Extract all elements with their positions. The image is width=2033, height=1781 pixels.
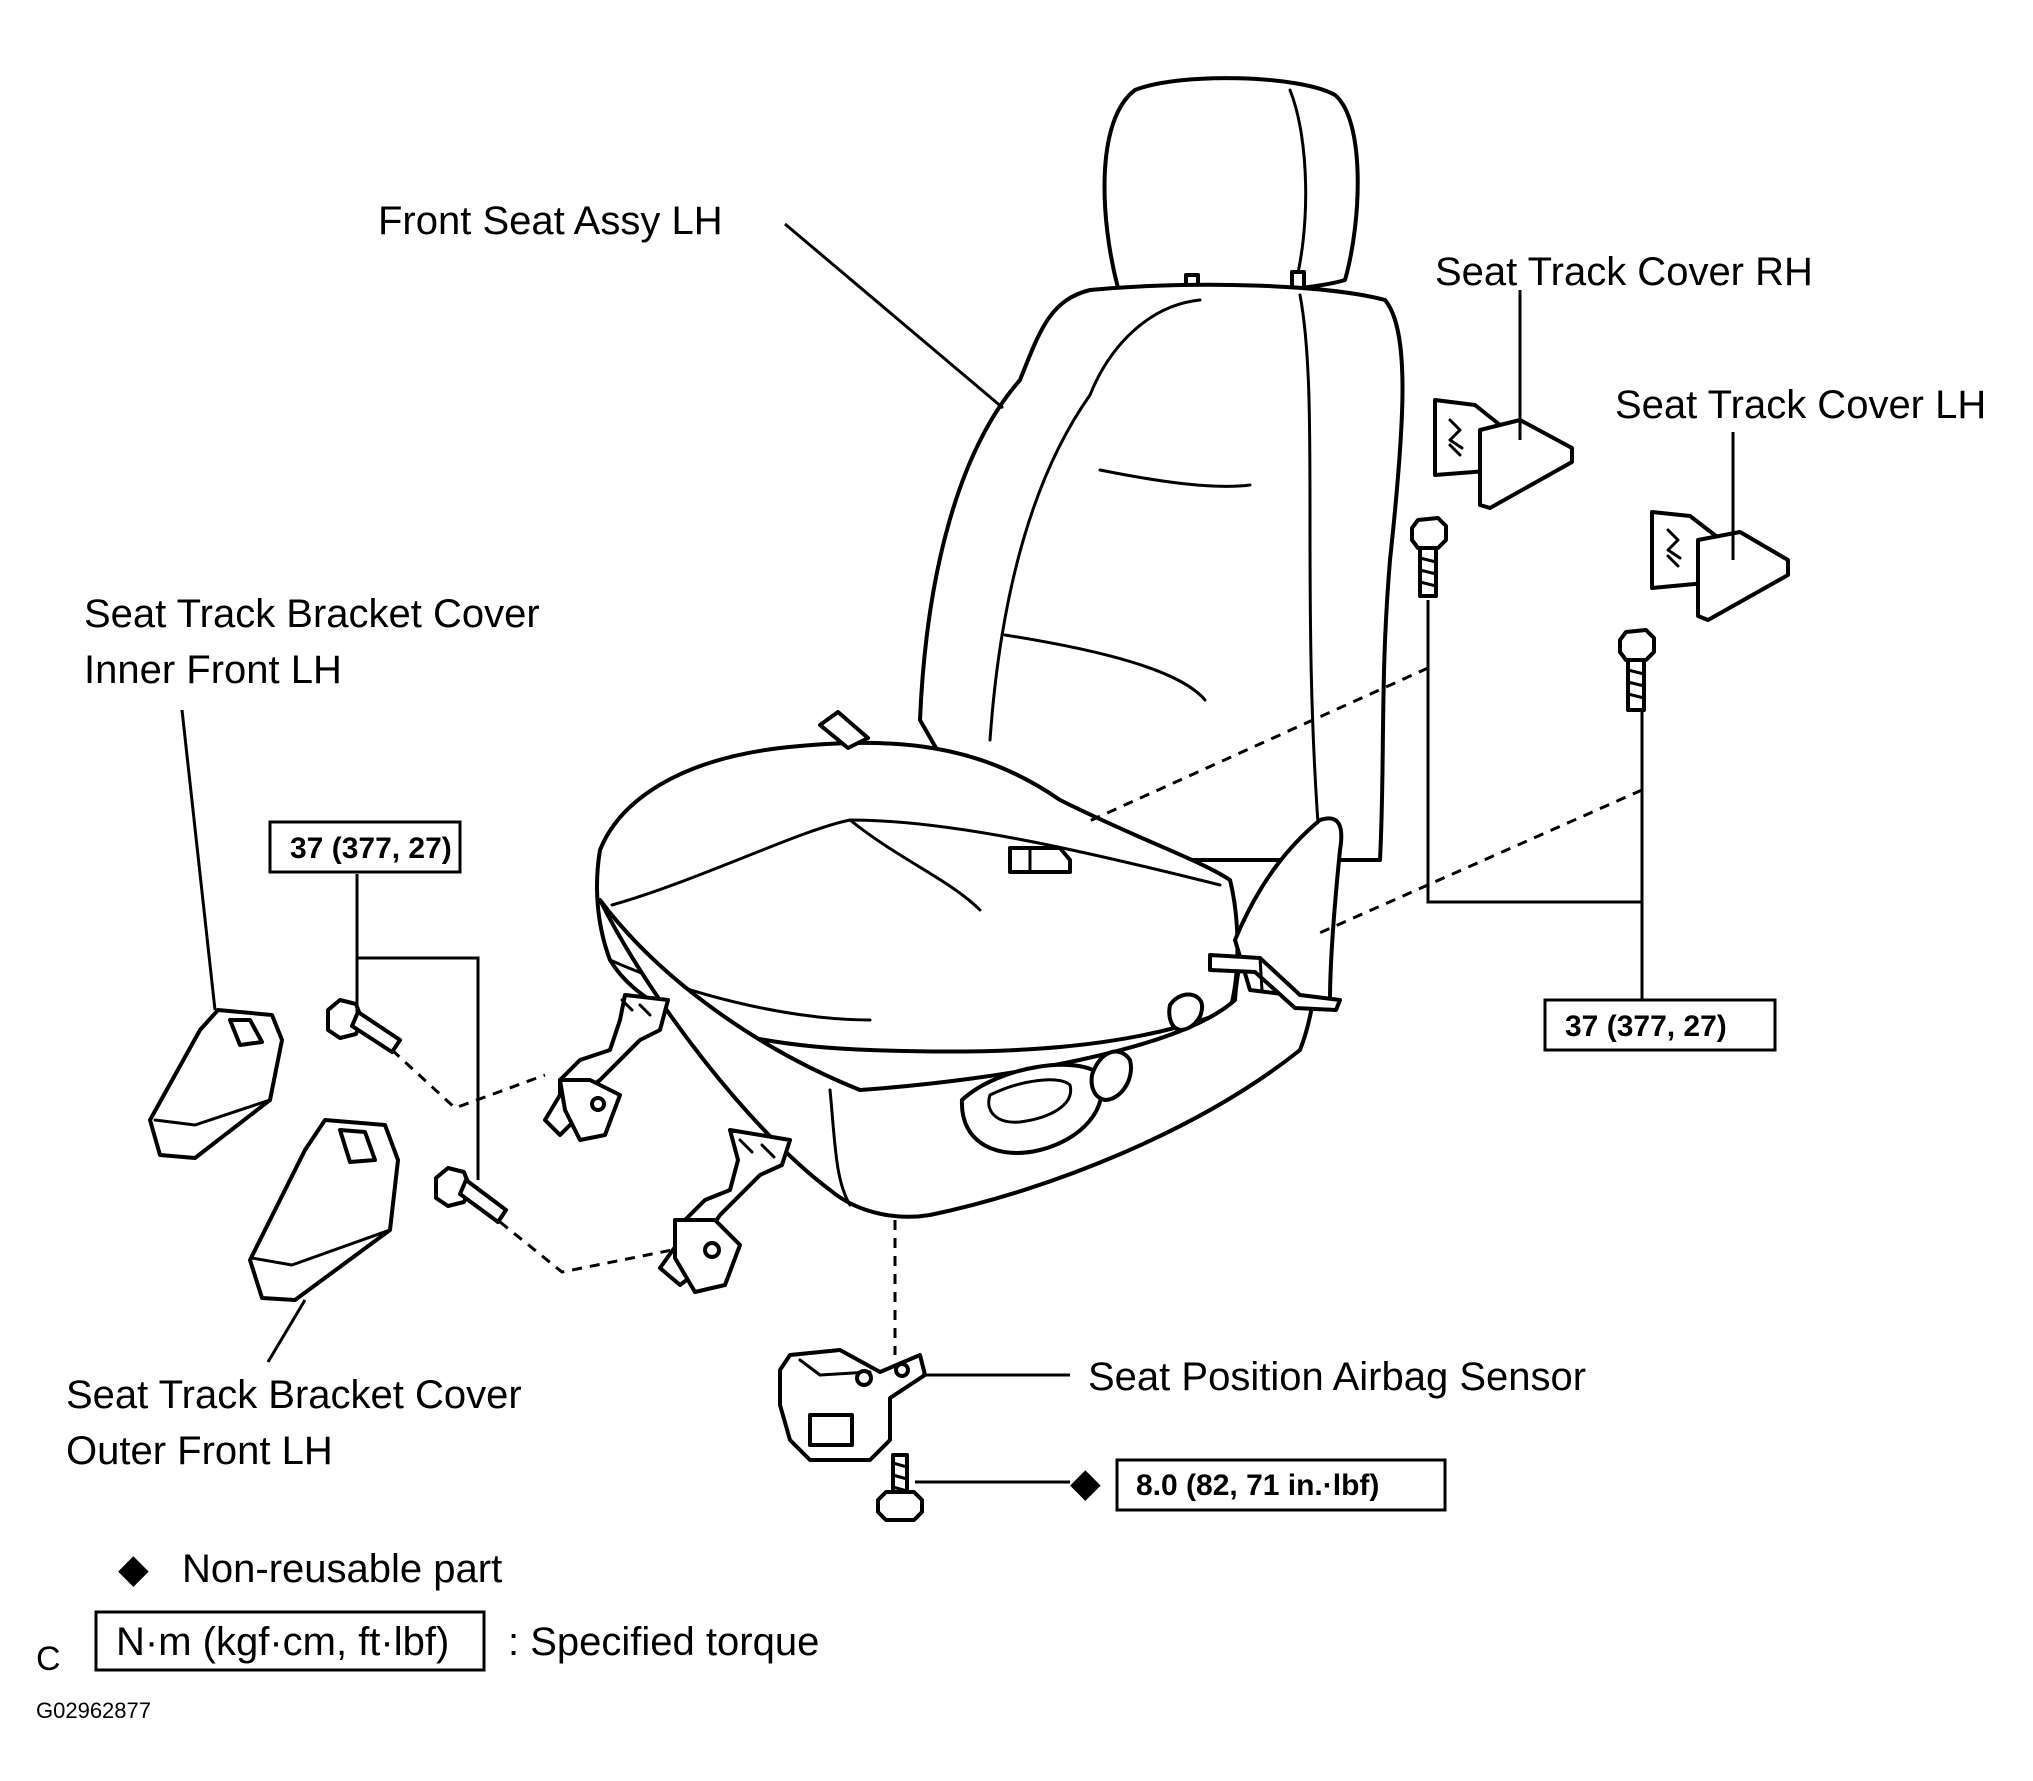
figure-id: G02962877 — [36, 1698, 151, 1723]
front-seat-assy — [543, 76, 1405, 1294]
label-front-seat-assy: Front Seat Assy LH — [378, 199, 723, 243]
dash-left-upper — [390, 1048, 546, 1110]
label-seat-track-cover-lh: Seat Track Cover LH — [1615, 383, 1986, 427]
legend-torque-units: N·m (kgf·cm, ft·lbf) — [116, 1620, 449, 1664]
legend-specified-torque: : Specified torque — [508, 1620, 819, 1664]
seat-track-bracket-cover-inner — [148, 1008, 284, 1160]
left-bolt-upper — [326, 998, 402, 1054]
dash-right-lower — [1314, 788, 1643, 937]
right-bolt-lower — [1618, 628, 1656, 712]
dash-right-upper — [1084, 666, 1429, 825]
legend-diamond-icon: ◆ — [118, 1547, 149, 1591]
label-seat-track-cover-rh: Seat Track Cover RH — [1435, 250, 1813, 294]
seat-track-cover-lh — [1650, 510, 1790, 622]
torque-box-right — [1543, 998, 1777, 1052]
label-bracket-cover-outer-line1: Seat Track Bracket Cover — [66, 1373, 522, 1417]
label-seat-position-airbag-sensor: Seat Position Airbag Sensor — [1088, 1355, 1586, 1399]
right-bolt-upper — [1410, 516, 1448, 598]
torque-box-left — [268, 820, 462, 874]
leader-bracket-outer — [266, 1299, 307, 1363]
seat-track-bracket-cover-outer — [248, 1118, 400, 1302]
bracket-right-torque — [1426, 600, 1644, 1000]
bracket-left-torque — [355, 874, 480, 1180]
legend-corner-letter: C — [36, 1640, 61, 1678]
dash-left-lower — [499, 1220, 673, 1274]
leader-front-seat — [784, 222, 1004, 410]
torque-value-right: 37 (377, 27) — [1565, 1010, 1727, 1043]
torque-value-left: 37 (377, 27) — [290, 832, 452, 865]
seat-track-cover-rh — [1433, 398, 1574, 510]
label-bracket-cover-inner-line2: Inner Front LH — [84, 648, 342, 692]
leader-bracket-inner — [180, 709, 217, 1011]
legend-torque-box — [94, 1610, 486, 1672]
sensor-bolt — [876, 1453, 924, 1522]
label-bracket-cover-outer-line2: Outer Front LH — [66, 1429, 333, 1473]
left-bolt-lower — [434, 1166, 508, 1224]
non-reusable-marker-sensor-bolt: ◆ — [1070, 1461, 1101, 1505]
torque-box-sensor — [1115, 1458, 1447, 1512]
legend-non-reusable-text: Non-reusable part — [182, 1547, 502, 1591]
seat-position-airbag-sensor — [778, 1348, 927, 1462]
torque-value-sensor: 8.0 (82, 71 in.·lbf) — [1136, 1469, 1379, 1502]
label-bracket-cover-inner-line1: Seat Track Bracket Cover — [84, 592, 540, 636]
